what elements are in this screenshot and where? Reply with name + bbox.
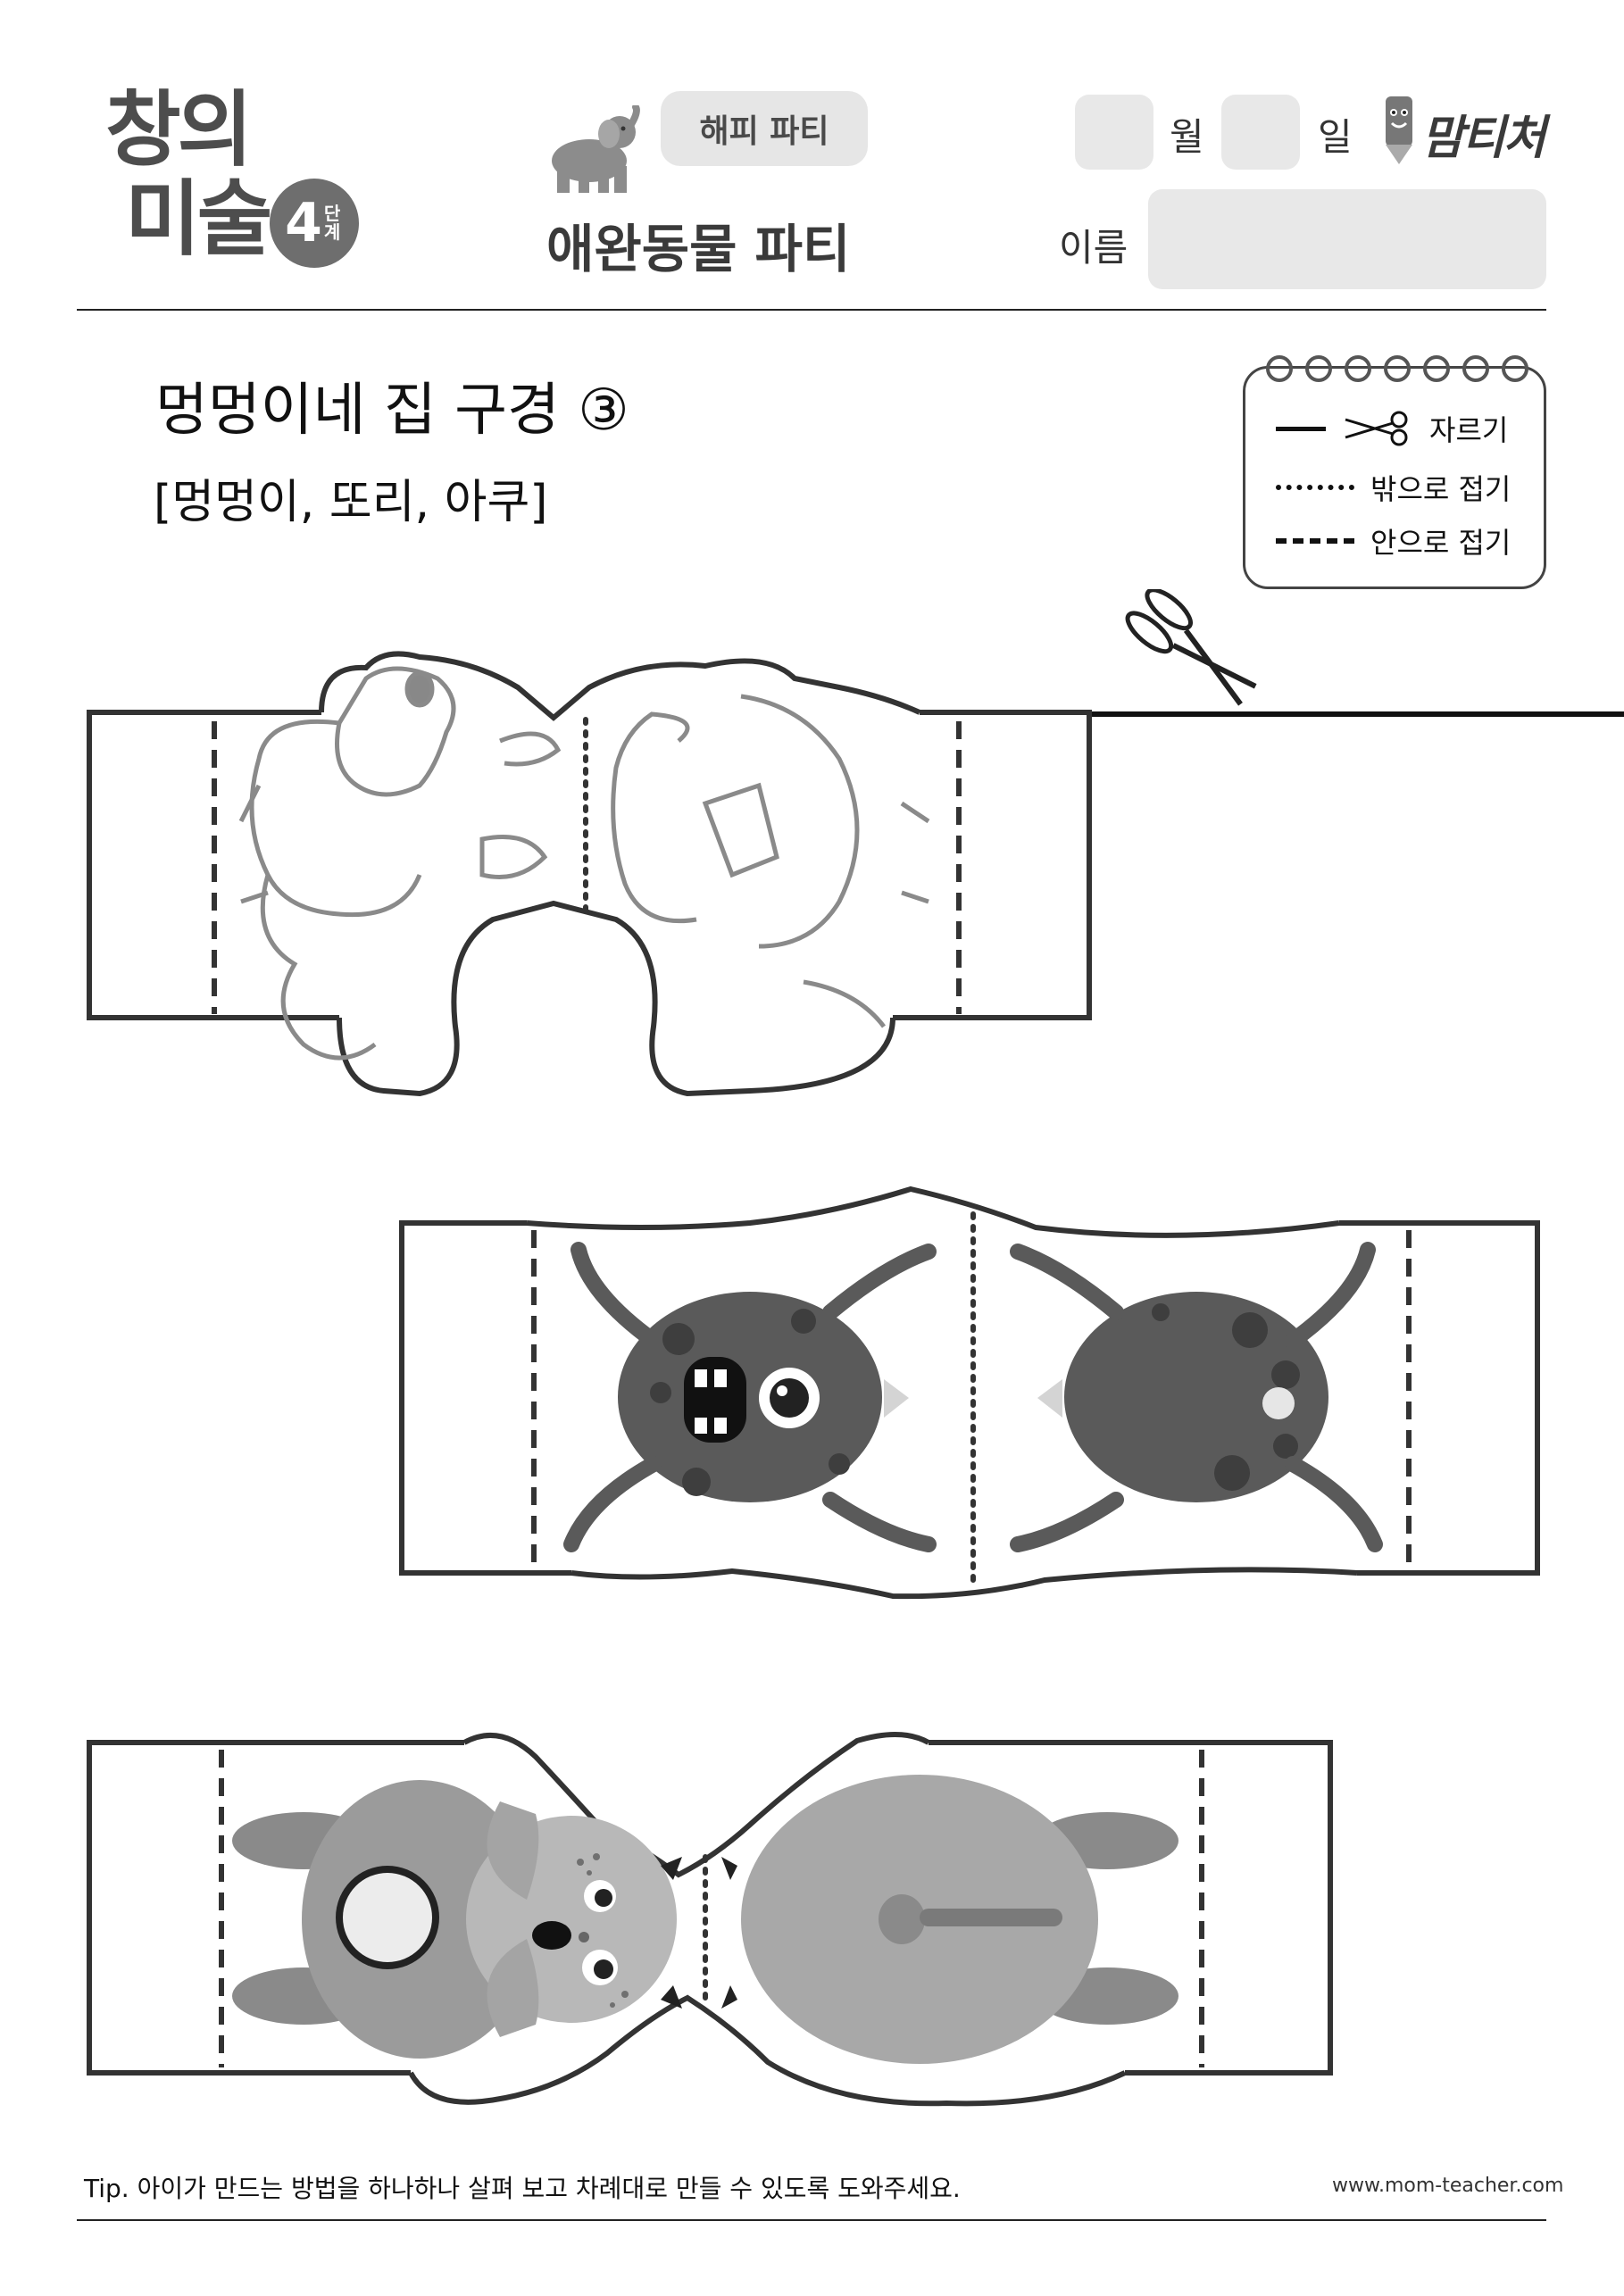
footer-website: www.mom-teacher.com xyxy=(1332,2175,1564,2197)
cutout-puppy-outline xyxy=(87,589,1624,1097)
legend-cut: 자르기 xyxy=(1276,408,1508,449)
name-input[interactable] xyxy=(1148,189,1546,289)
dashed-line-icon xyxy=(1276,538,1354,544)
header-divider xyxy=(77,309,1546,311)
theme-tag: 해피 파티 xyxy=(661,91,868,166)
stage-unit: 단계 xyxy=(323,203,341,243)
spiral-binding-icon xyxy=(1266,355,1528,382)
scissors-icon xyxy=(1345,411,1408,446)
cutout-ttori-monster xyxy=(399,1185,1540,1600)
stage-badge: 4 단계 xyxy=(270,179,359,268)
day-label: 일 xyxy=(1318,115,1353,159)
footer-tip: Tip. 아이가 만드는 방법을 하나하나 살펴 보고 차례대로 만들 수 있도… xyxy=(84,2174,961,2203)
dotted-line-icon xyxy=(1276,485,1354,490)
name-label: 이름 xyxy=(1059,226,1128,270)
logo-text-line2: 미술 xyxy=(125,171,272,267)
stage-number: 4 xyxy=(285,192,322,254)
footer-divider xyxy=(77,2219,1546,2221)
day-input[interactable] xyxy=(1221,95,1300,170)
brand-logo: 맘티처 xyxy=(1421,112,1546,165)
legend-card: 자르기 밖으로 접기 안으로 접기 xyxy=(1243,355,1546,589)
legend-fold-in: 안으로 접기 xyxy=(1276,520,1511,562)
logo-text-line1: 창의 xyxy=(105,82,253,178)
elephant-icon xyxy=(552,105,640,193)
month-input[interactable] xyxy=(1075,95,1153,170)
scissors-cut-guide-icon xyxy=(1089,589,1624,717)
solid-line-icon xyxy=(1276,426,1326,431)
page-subtitle: [멍멍이, 또리, 아쿠] xyxy=(154,476,548,529)
legend-cut-label: 자르기 xyxy=(1429,413,1509,447)
cutout-aku-monster xyxy=(87,1732,1333,2107)
legend-fold-in-label: 안으로 접기 xyxy=(1370,526,1512,560)
legend-fold-out-label: 밖으로 접기 xyxy=(1370,472,1512,506)
page-title: 멍멍이네 집 구경 ③ xyxy=(155,378,629,444)
month-label: 월 xyxy=(1170,115,1204,159)
legend-fold-out: 밖으로 접기 xyxy=(1276,467,1511,508)
pencil-mascot-icon xyxy=(1386,96,1412,164)
unit-subtitle: 애완동물 파티 xyxy=(546,219,851,279)
